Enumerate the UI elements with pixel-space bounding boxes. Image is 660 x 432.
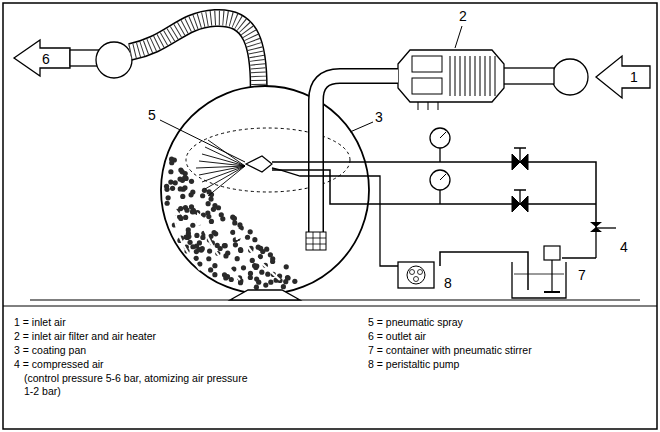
pan-stand [230,290,300,300]
divider [3,306,657,307]
heater-wires [418,102,438,110]
callout-number: 8 [444,276,452,290]
inlet-duct [502,68,554,84]
leader-line [350,122,373,132]
outlet-fan [96,42,132,78]
liquid-container [512,262,566,298]
callout-number: 3 [375,110,383,124]
spray-feed-tube [272,168,398,266]
callout-number: 6 [42,52,50,66]
frame [3,3,657,429]
filter-heater [398,50,504,102]
legend-entry: 6 = outlet air [368,330,426,343]
peristaltic-pump [398,262,434,288]
inlet-fan [552,59,588,95]
callout-number: 2 [459,9,467,23]
liquid-tube [440,252,528,290]
callout-number: 5 [148,108,156,122]
heater-fins [450,56,495,96]
spray-jet [196,140,245,196]
legend-entry: 8 = peristaltic pump [368,358,459,371]
legend-entry: 4 = compressed air [14,358,104,371]
air-grid-lines [306,232,326,250]
heater-element [412,78,442,94]
main-valve [590,222,602,232]
pan-opening [186,128,350,192]
legend-entry: (control pressure 5-6 bar, atomizing air… [24,372,254,397]
inlet-pipe-outline [316,76,398,250]
tablet-bed [164,157,297,290]
leader-line [160,120,245,162]
stirrer-motor [544,246,560,260]
legend-entry: 1 = inlet air [14,316,66,329]
atomizing-air-line [272,162,596,228]
inlet-arrow [596,56,650,98]
ground-line [30,299,640,300]
heater-element [412,56,442,72]
control-air-line [272,170,596,204]
spray-gun [246,156,272,172]
legend-entry: 2 = inlet air filter and air heater [14,330,156,343]
coating-pan [161,86,369,294]
legend-entry: 7 = container with pneumatic stirrer [368,344,532,357]
air-grid [306,232,326,250]
legend-entry: 5 = pneumatic spray [368,316,463,329]
callout-number: 4 [620,240,628,254]
inlet-pipe-fill [316,76,398,250]
leader-line [455,26,462,48]
legend-entry: 3 = coating pan [14,344,86,357]
pressure-gauge [430,170,450,190]
pressure-gauge [430,128,450,148]
callout-number: 7 [578,268,586,282]
callout-number: 1 [630,70,638,84]
outlet-arrow [14,40,70,76]
